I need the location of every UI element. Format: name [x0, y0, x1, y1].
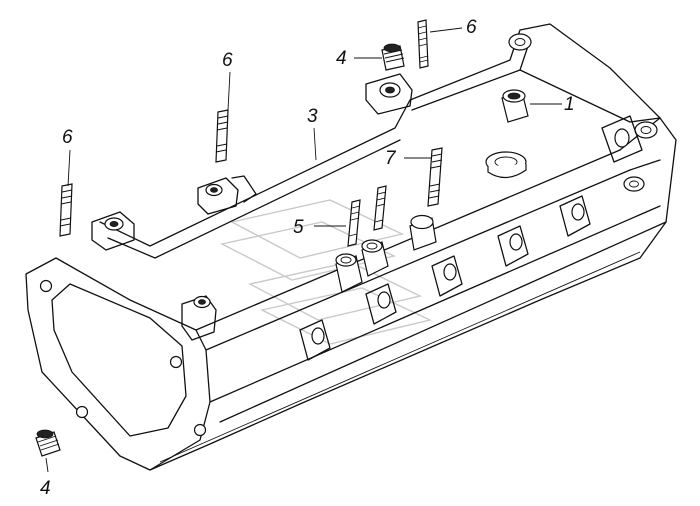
stud-7 [427, 147, 443, 207]
set-screw-top [381, 43, 405, 71]
leader-lines [45, 27, 562, 473]
top-fittings [335, 214, 437, 293]
callout-4-bottom: 4 [40, 478, 51, 499]
callout-7: 7 [385, 148, 397, 169]
set-screw-bottom [35, 429, 61, 457]
top-rail-bosses [91, 73, 413, 341]
studs-5 [347, 185, 387, 247]
stud-mid-6 [215, 109, 229, 163]
callout-6-mid: 6 [222, 50, 233, 71]
callout-5: 5 [293, 217, 304, 238]
callout-6-top: 6 [466, 17, 477, 38]
right-end-bosses [508, 33, 658, 192]
watermark-logo [219, 199, 433, 345]
callout-3: 3 [307, 106, 318, 127]
left-flange [25, 257, 211, 471]
callout-6-left: 6 [62, 127, 73, 148]
stud-top-6 [417, 19, 429, 69]
callouts: 6 4 6 6 3 1 7 5 4 [40, 17, 575, 499]
manifold-body [99, 23, 677, 471]
side-ports [299, 115, 643, 361]
plug-part-1 [485, 89, 529, 179]
callout-4-top: 4 [336, 48, 347, 69]
stud-left-6 [59, 183, 73, 237]
callout-1: 1 [564, 94, 575, 115]
